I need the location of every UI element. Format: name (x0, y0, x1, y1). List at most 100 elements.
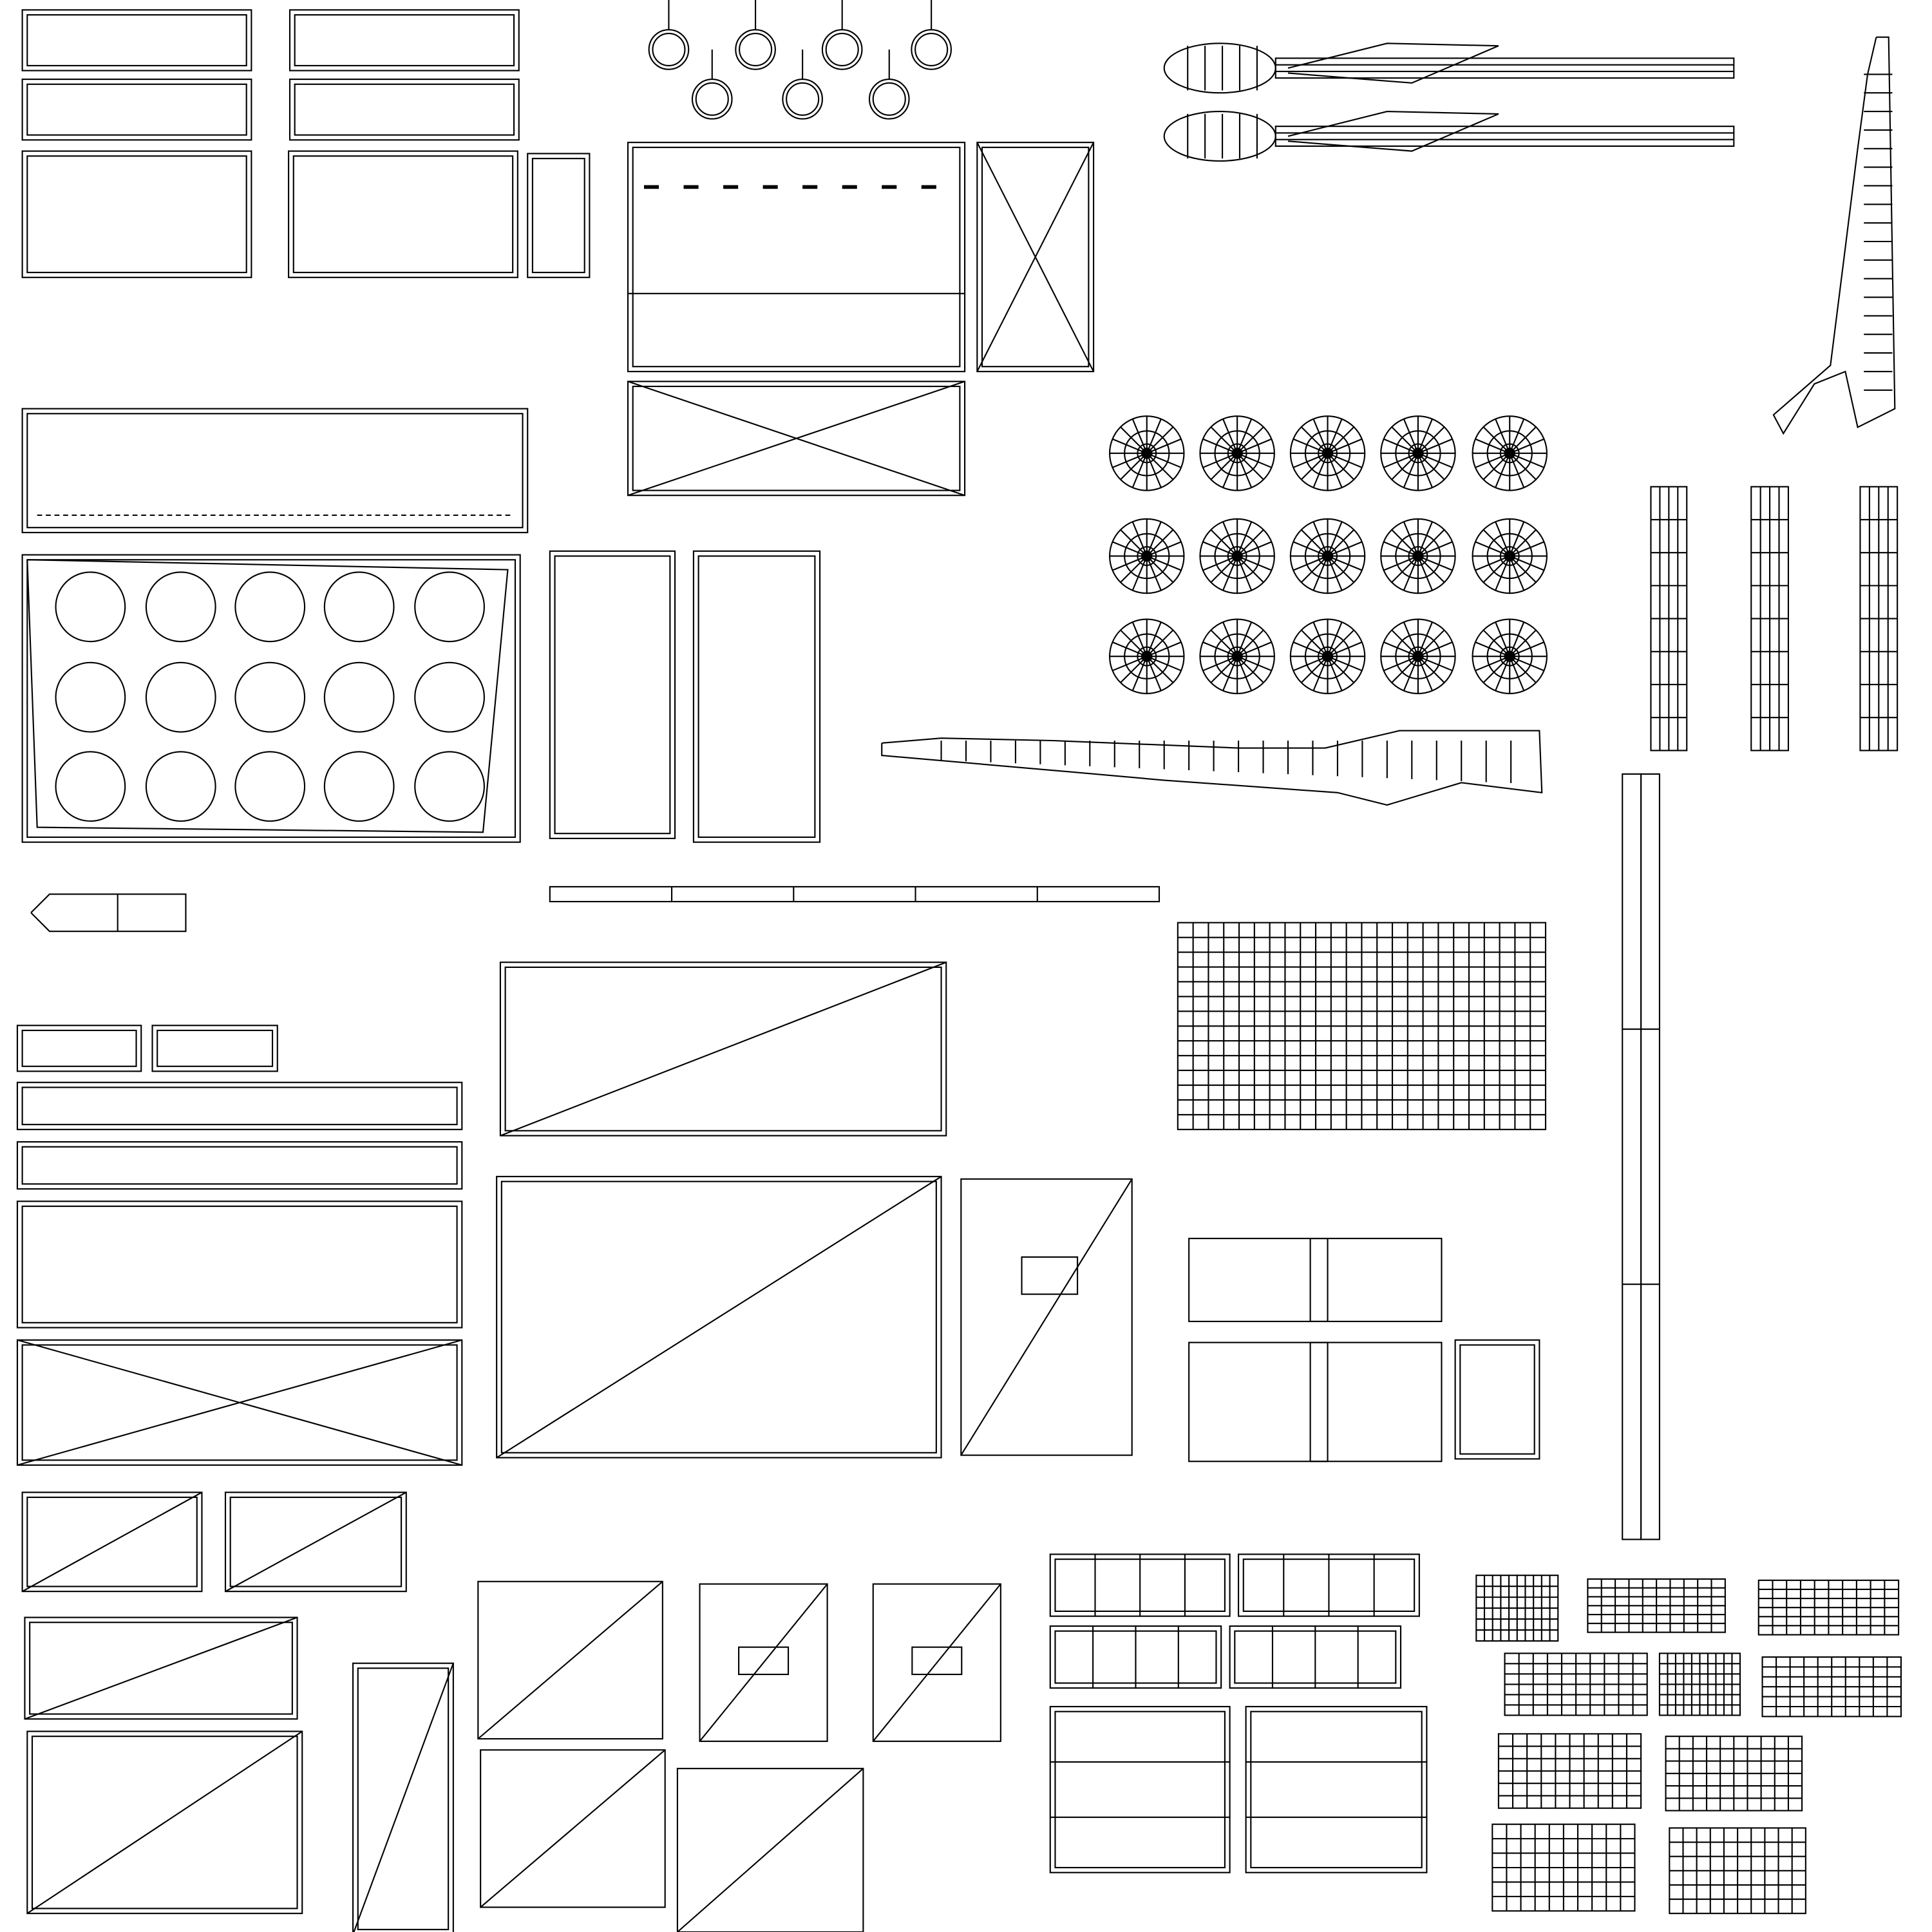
wheel-spoke (1417, 453, 1445, 480)
wheel-spoke (1293, 452, 1328, 468)
shell-slot (145, 751, 216, 822)
crate-panel-inner (26, 155, 247, 274)
wheel-spoke (1210, 629, 1238, 657)
wheel-spoke (1210, 426, 1238, 454)
small-crate-diag (22, 1492, 202, 1593)
box-end (1454, 1339, 1540, 1460)
wheel-spoke (1383, 452, 1419, 468)
clamp-ring (911, 29, 952, 70)
wheel-spoke (1391, 629, 1419, 657)
crate-handle (738, 1646, 790, 1676)
wheel-spoke (1236, 656, 1272, 672)
wheel-spoke (1417, 656, 1433, 691)
crate-panel (151, 1025, 278, 1072)
wheel-spoke (1312, 556, 1329, 591)
crate-lid (24, 1616, 298, 1720)
wheel-spoke (1509, 656, 1525, 691)
wheel-spoke (1146, 529, 1174, 557)
wheel-spoke (1327, 656, 1363, 672)
wheel-spoke (1495, 556, 1511, 591)
shell-holder-inner (26, 559, 516, 838)
crate-face-inner (504, 966, 942, 1132)
clamp-ring-inner (739, 32, 773, 66)
wheel-spoke (1475, 656, 1510, 672)
crate-bottom (627, 381, 966, 497)
wheel-spoke (1120, 656, 1148, 683)
side-panel (692, 550, 821, 843)
wheel-spoke (1236, 529, 1264, 557)
wheel-spoke (1293, 438, 1328, 454)
wheel-spoke (1300, 656, 1329, 683)
wheel-spoke (1495, 453, 1511, 488)
crate-face-diag (26, 1730, 303, 1915)
wheel-spoke (1509, 453, 1537, 480)
crate-panel-inner (21, 1146, 458, 1185)
crate-panel-diag (17, 1339, 462, 1466)
crate-lid-diag (24, 1616, 298, 1720)
wheel-spoke (1327, 656, 1343, 691)
crate-panel-inner (531, 158, 585, 274)
wheel-spoke (1403, 556, 1419, 591)
clamp-ring-inner (695, 82, 729, 116)
wheel-spoke (1327, 629, 1355, 657)
rocket-warhead (1163, 43, 1276, 94)
crate-face (26, 1730, 303, 1915)
wheel-spoke (1417, 541, 1453, 557)
wheel-spoke (1120, 529, 1148, 557)
crate-panel-inner (294, 83, 515, 136)
crate-panel (16, 1081, 463, 1130)
wheel-spoke (1293, 656, 1328, 672)
crate-panel-inner (26, 83, 247, 136)
crate-end-diag (872, 1583, 1001, 1742)
wheel-spoke (1417, 555, 1453, 571)
crate-panel-inner (26, 14, 247, 66)
bullet (30, 893, 187, 933)
wheel-spoke (1300, 453, 1329, 480)
wheel-spoke (1509, 452, 1544, 468)
rocket-warhead (1163, 111, 1276, 162)
wheel-spoke (1417, 426, 1445, 454)
clamp-ring (868, 79, 910, 120)
wheel-spoke (1132, 656, 1148, 691)
wheel-spoke (1236, 555, 1272, 571)
wheel-spoke (1112, 641, 1148, 658)
shell-slot (234, 661, 306, 733)
wheel-spoke (1146, 656, 1162, 691)
clamp-ring (782, 79, 823, 120)
wheel-spoke (1236, 556, 1253, 591)
wheel-spoke (1475, 641, 1510, 658)
wheel-spoke (1327, 529, 1355, 557)
crate-end-diag (976, 142, 1095, 372)
wheel-spoke (1202, 452, 1238, 468)
crate-panel (21, 79, 252, 141)
shell-slot (234, 571, 306, 643)
barrel (549, 886, 1160, 903)
wheel-spoke (1312, 419, 1329, 454)
wheel-spoke (1132, 556, 1148, 591)
pole (1622, 773, 1642, 1540)
wheel-spoke (1383, 438, 1419, 454)
wheel-spoke (1300, 629, 1329, 657)
small-crate (224, 1492, 407, 1593)
wheel-spoke (1236, 426, 1264, 454)
wheel-spoke (1327, 453, 1355, 480)
launcher-tube (1274, 126, 1735, 147)
wheel-spoke (1327, 621, 1343, 657)
wheel-spoke (1236, 541, 1272, 557)
wheel-spoke (1236, 656, 1264, 683)
wheel-spoke (1482, 426, 1510, 454)
wheel-spoke (1146, 426, 1174, 454)
wheel-spoke (1482, 453, 1510, 480)
shell-holder-frame (26, 559, 509, 833)
wheel-spoke (1236, 621, 1253, 657)
wheel-spoke (1495, 656, 1511, 691)
wheel-spoke (1417, 453, 1433, 488)
wheel-spoke (1509, 629, 1537, 657)
wheel-spoke (1293, 641, 1328, 658)
crate-panel-inner (21, 1086, 458, 1126)
wheel-spoke (1146, 555, 1182, 571)
crate-panel (16, 1339, 463, 1466)
wheel-spoke (1236, 452, 1272, 468)
wheel-spoke (1120, 426, 1148, 454)
wheel-spoke (1293, 541, 1328, 557)
